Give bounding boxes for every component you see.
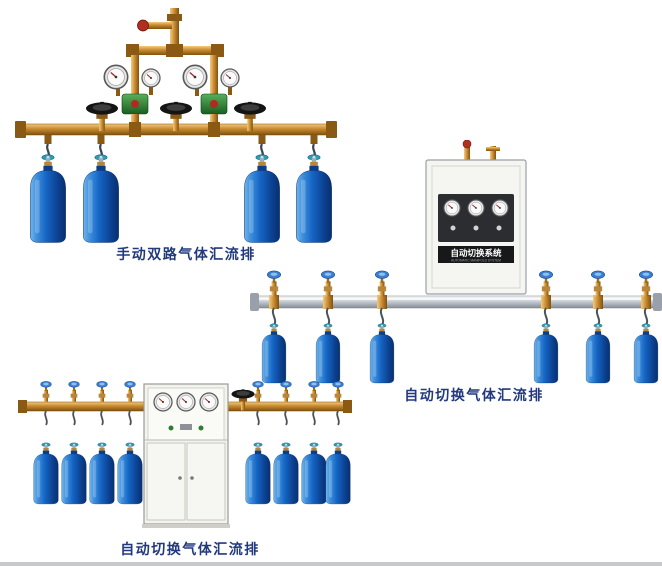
pressure-gauge — [182, 64, 208, 90]
cabinet-gauge — [199, 392, 219, 412]
cabinet-panel-title: 自动切换系统 — [450, 248, 502, 258]
figure-auto-floor-manifold — [8, 376, 358, 540]
manual-manifold-illustration — [15, 8, 337, 243]
cabinet-switch — [180, 424, 192, 430]
gas-cylinder — [117, 442, 143, 505]
cabinet-door — [186, 442, 226, 521]
gas-cylinder — [369, 323, 395, 384]
figure-auto-wall-manifold: 自动切换系统 AUTOMATIC MANIFOLD SYSTEM — [250, 139, 662, 386]
caption-auto-floor: 自动切换气体汇流排 — [120, 541, 260, 557]
gas-cylinder — [89, 442, 115, 505]
gas-cylinder — [33, 442, 59, 505]
gas-cylinder — [633, 323, 659, 384]
cylinder-valve — [638, 270, 654, 297]
indicator-light — [450, 225, 456, 231]
cylinder-valve — [280, 380, 292, 403]
caption-auto-wall: 自动切换气体汇流排 — [404, 387, 544, 403]
cabinet-door — [146, 442, 186, 521]
panel-gauge — [491, 199, 509, 217]
cylinder-valve — [68, 380, 80, 403]
gas-cylinder — [325, 442, 351, 505]
gas-cylinder — [82, 154, 120, 243]
cabinet-top-valve-knob — [462, 139, 472, 149]
gas-cylinder — [245, 442, 271, 505]
gas-cylinder — [261, 323, 287, 384]
indicator-light — [198, 425, 204, 431]
gas-cylinder — [533, 323, 559, 384]
pressure-gauge — [220, 68, 240, 88]
gas-cylinder — [273, 442, 299, 505]
header-pipe — [126, 44, 224, 94]
cylinder-valve — [96, 380, 108, 403]
cylinder-valve — [40, 380, 52, 403]
gas-cylinder — [585, 323, 611, 384]
auto-floor-illustration — [18, 380, 352, 528]
pressure-gauge — [141, 68, 161, 88]
caption-manual-dual: 手动双路气体汇流排 — [116, 246, 256, 262]
top-inlet-pipe — [137, 8, 182, 48]
cylinder-hoses — [271, 307, 649, 326]
cylinder-valve — [332, 380, 344, 403]
panel-gauge — [467, 199, 485, 217]
cylinder-valve — [124, 380, 136, 403]
indicator-light — [168, 425, 174, 431]
auto-wall-illustration: 自动切换系统 AUTOMATIC MANIFOLD SYSTEM — [250, 139, 662, 384]
panel-gauge — [443, 199, 461, 217]
gas-cylinder — [29, 154, 67, 243]
door-handle — [190, 476, 194, 480]
pressure-gauge — [103, 64, 129, 90]
cylinder-valve — [266, 270, 282, 297]
cylinder-valve — [308, 380, 320, 403]
cylinder-valve — [252, 380, 264, 403]
cylinder-valve — [320, 270, 336, 297]
control-cabinet: 自动切换系统 AUTOMATIC MANIFOLD SYSTEM — [425, 139, 527, 295]
gas-cylinder — [315, 323, 341, 384]
cabinet-gauge — [176, 392, 196, 412]
cabinet-panel-subtitle: AUTOMATIC MANIFOLD SYSTEM — [451, 259, 501, 263]
gas-cylinder — [61, 442, 87, 505]
door-handle — [178, 476, 182, 480]
regulator-left — [103, 64, 161, 126]
floor-cabinet — [142, 383, 230, 528]
cylinder-hoses — [44, 410, 340, 426]
figure-manual-dual-manifold — [4, 6, 344, 246]
regulator-knob — [131, 100, 139, 108]
indicator-light — [496, 225, 502, 231]
regulator-knob — [210, 100, 218, 108]
cylinder-valve — [538, 270, 554, 297]
indicator-light — [473, 225, 479, 231]
aluminum-manifold-pipe — [250, 293, 662, 311]
cylinder-valve — [590, 270, 606, 297]
cylinder-valve — [374, 270, 390, 297]
page-bottom-edge — [0, 562, 662, 566]
cabinet-gauge — [153, 392, 173, 412]
gas-cylinder — [301, 442, 327, 505]
regulator-right — [182, 64, 240, 126]
top-valve-red-knob — [137, 19, 149, 32]
